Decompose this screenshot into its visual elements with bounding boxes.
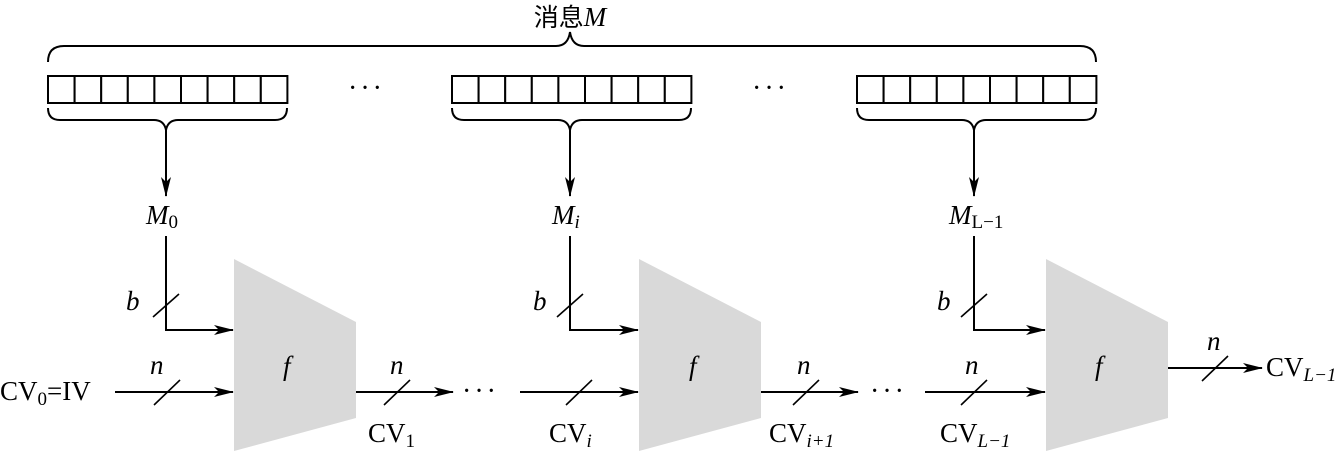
message-brace — [47, 31, 1097, 63]
cv1-arrow: n — [356, 350, 454, 406]
svg-text:n: n — [150, 350, 164, 380]
cv0-arrow: n — [115, 350, 234, 406]
block-brace-last — [856, 107, 1097, 131]
f-block-3 — [1046, 259, 1168, 451]
b-input-2: b — [533, 236, 639, 335]
ellipsis-blocks-1: ··· — [348, 73, 385, 104]
block-brace-0 — [47, 107, 288, 131]
svg-text:n: n — [965, 350, 979, 380]
ellipsis-chain-2: ··· — [870, 376, 907, 407]
message-block-group-0 — [47, 75, 289, 197]
cvi1-label: CVi+1 — [769, 418, 834, 451]
ellipsis-chain-1: ··· — [462, 376, 499, 407]
b-input-1: b — [126, 236, 234, 335]
f-label-3: f — [1095, 351, 1106, 381]
f-label-2: f — [689, 351, 700, 381]
cvi1-arrow: n — [761, 350, 859, 406]
svg-text:n: n — [390, 350, 404, 380]
cv1-label: CV1 — [368, 418, 415, 451]
cvi-arrow — [520, 379, 639, 406]
cvL1-out-label: CVL−1 — [1266, 352, 1336, 386]
svg-text:n: n — [1207, 326, 1221, 356]
f-block-1 — [234, 259, 356, 451]
ellipsis-blocks-2: ··· — [752, 73, 789, 104]
message-block-group-i — [451, 75, 693, 197]
cvi-label: CVi — [549, 418, 592, 451]
block-brace-i — [451, 107, 692, 131]
svg-text:b: b — [533, 286, 547, 316]
label-mi: Mi — [551, 200, 580, 233]
cvL1-in-arrow: n — [925, 350, 1046, 406]
message-label: 消息M — [534, 2, 608, 32]
label-mL1: ML−1 — [948, 200, 1003, 233]
svg-text:n: n — [797, 350, 811, 380]
svg-text:b: b — [126, 286, 140, 316]
b-input-3: b — [937, 236, 1046, 335]
f-label-1: f — [283, 351, 294, 381]
message-block-group-last — [856, 75, 1098, 197]
svg-text:b: b — [937, 286, 951, 316]
label-m0: M0 — [145, 200, 178, 233]
cv0-iv-label: CV0=IV — [0, 376, 91, 410]
cvL1-in-label: CVL−1 — [940, 418, 1010, 451]
f-block-2 — [639, 259, 761, 451]
cvL1-out-arrow: n — [1168, 326, 1263, 382]
